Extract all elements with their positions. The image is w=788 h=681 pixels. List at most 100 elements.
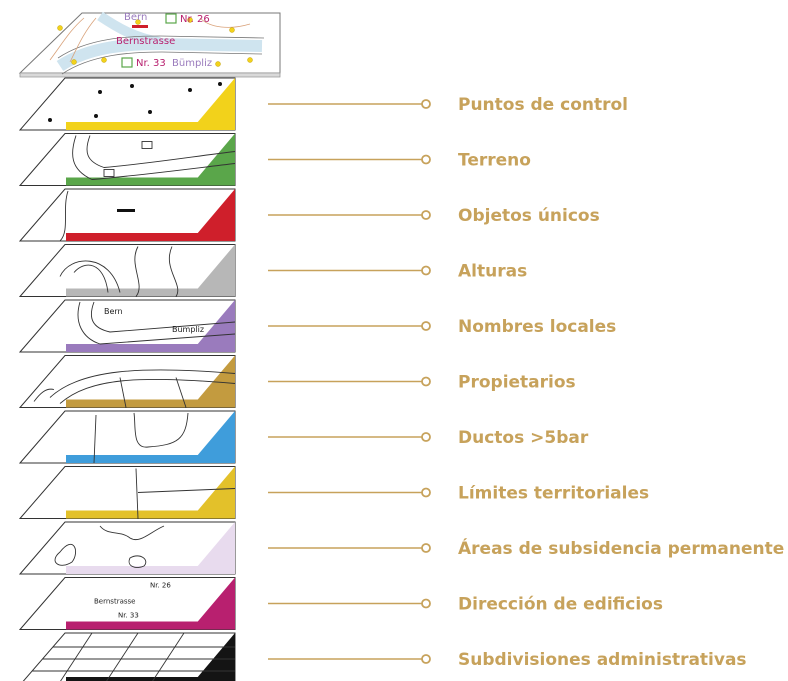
layer-puntos-de-control: Puntos de control [18, 77, 628, 131]
property-line [119, 377, 127, 408]
top-map-label-bumpliz: Bümpliz [172, 58, 212, 69]
layer-label-terreno: Terreno [458, 151, 531, 171]
layer-alturas: Alturas [18, 244, 527, 297]
layer-subdivisiones-administrativas: Subdivisiones administrativas [22, 632, 747, 681]
territorial-boundary [135, 468, 139, 519]
local-name-bern: Bern [104, 307, 123, 316]
layer-label-alturas: Alturas [458, 262, 527, 282]
layer-color-band [66, 288, 235, 297]
layer-color-corner [191, 411, 235, 463]
territorial-boundary [137, 488, 236, 493]
top-map-building [121, 57, 133, 68]
layer-limites-territoriales: Límites territoriales [18, 466, 649, 519]
top-map-label-bern: Bern [124, 12, 147, 23]
address-nr26: Nr. 26 [150, 582, 171, 590]
layer-sketch [135, 468, 236, 519]
top-map-contour [69, 17, 97, 63]
control-point [148, 110, 152, 114]
connector-dot [421, 543, 431, 553]
top-map-building [165, 13, 177, 24]
connector-dot [421, 265, 431, 276]
terrain-building [103, 169, 115, 177]
layer-color-corner [191, 300, 235, 352]
address-nr33: Nr. 33 [118, 612, 139, 620]
connector-dot [421, 432, 431, 442]
layer-label-puntos-de-control: Puntos de control [458, 95, 628, 115]
layer-areas-de-subsidencia-permanente: Áreas de subsidencia permanente [18, 521, 784, 575]
layer-sketch [93, 412, 189, 464]
layer-label-limites-territoriales: Límites territoriales [458, 484, 649, 504]
layer-color-corner [194, 633, 235, 681]
layer-label-objetos-unicos: Objetos únicos [458, 206, 600, 226]
connector-dot [421, 321, 431, 331]
layer-color-band [66, 677, 235, 681]
address-bernstrasse: Bernstrasse [94, 598, 135, 606]
top-map: Bern Nr. 26 Bernstrasse Nr. 33 Bümpliz [18, 11, 281, 78]
top-map-road-edge [61, 51, 263, 75]
layer-color-corner [191, 577, 235, 630]
pipeline [93, 414, 97, 464]
layer-color-band [66, 621, 235, 630]
layer-color-band [66, 122, 235, 130]
control-point [94, 114, 98, 118]
layer-color-band [66, 510, 235, 519]
layer-color-corner [191, 522, 235, 574]
layer-color-corner [191, 189, 235, 241]
property-line [175, 377, 187, 408]
property-line [59, 378, 236, 404]
top-map-label-nr33: Nr. 33 [136, 58, 166, 69]
contour-line [134, 246, 140, 297]
layer-color-corner [191, 133, 235, 186]
control-point [188, 88, 192, 92]
layer-color-band [66, 233, 235, 241]
top-map-dots [57, 17, 253, 67]
contour-line [73, 264, 109, 293]
top-map-label-nr26: Nr. 26 [180, 14, 210, 25]
contour-line [59, 260, 121, 293]
admin-grid-line [60, 632, 93, 681]
layer-label-propietarios: Propietarios [458, 373, 576, 393]
layer-label-ductos-5bar: Ductos >5bar [458, 428, 589, 448]
layer-color-corner [191, 466, 235, 519]
connector-dot [421, 654, 431, 664]
top-map-contour [199, 17, 251, 28]
object-line [59, 190, 69, 242]
layer-terreno: Terreno [18, 133, 531, 186]
layer-label-areas-de-subsidencia-permanente: Áreas de subsidencia permanente [458, 537, 784, 559]
top-map-label-bernstrasse: Bernstrasse [116, 36, 175, 47]
admin-grid-line [152, 632, 185, 681]
terrain-road [72, 135, 236, 180]
layer-label-subdivisiones-administrativas: Subdivisiones administrativas [458, 650, 747, 670]
layer-color-band [66, 177, 235, 186]
layer-sketch [59, 190, 135, 242]
layer-label-nombres-locales: Nombres locales [458, 317, 616, 337]
layer-color-band [66, 455, 235, 463]
single-object [117, 209, 135, 212]
pipeline [133, 412, 189, 448]
connector-dot [421, 376, 431, 387]
control-point [98, 90, 102, 94]
layer-color-corner [191, 78, 235, 130]
top-map-road [97, 11, 161, 47]
local-name-bumpliz: Bümpliz [172, 325, 204, 334]
connector-dot [421, 598, 431, 609]
layer-sketch [59, 246, 179, 297]
layer-sketch [72, 135, 236, 180]
control-point [218, 82, 222, 86]
connector-dot [421, 210, 431, 220]
contour-line [168, 246, 179, 297]
layer-color-band [66, 399, 235, 408]
control-point [48, 118, 52, 122]
road-outline [77, 301, 236, 345]
admin-grid-line [106, 632, 139, 681]
layer-color-band [66, 344, 235, 352]
connector-dot [421, 154, 431, 165]
top-map-road-edge [57, 35, 265, 59]
top-map-single-object [132, 25, 148, 28]
road-outline [90, 301, 236, 333]
